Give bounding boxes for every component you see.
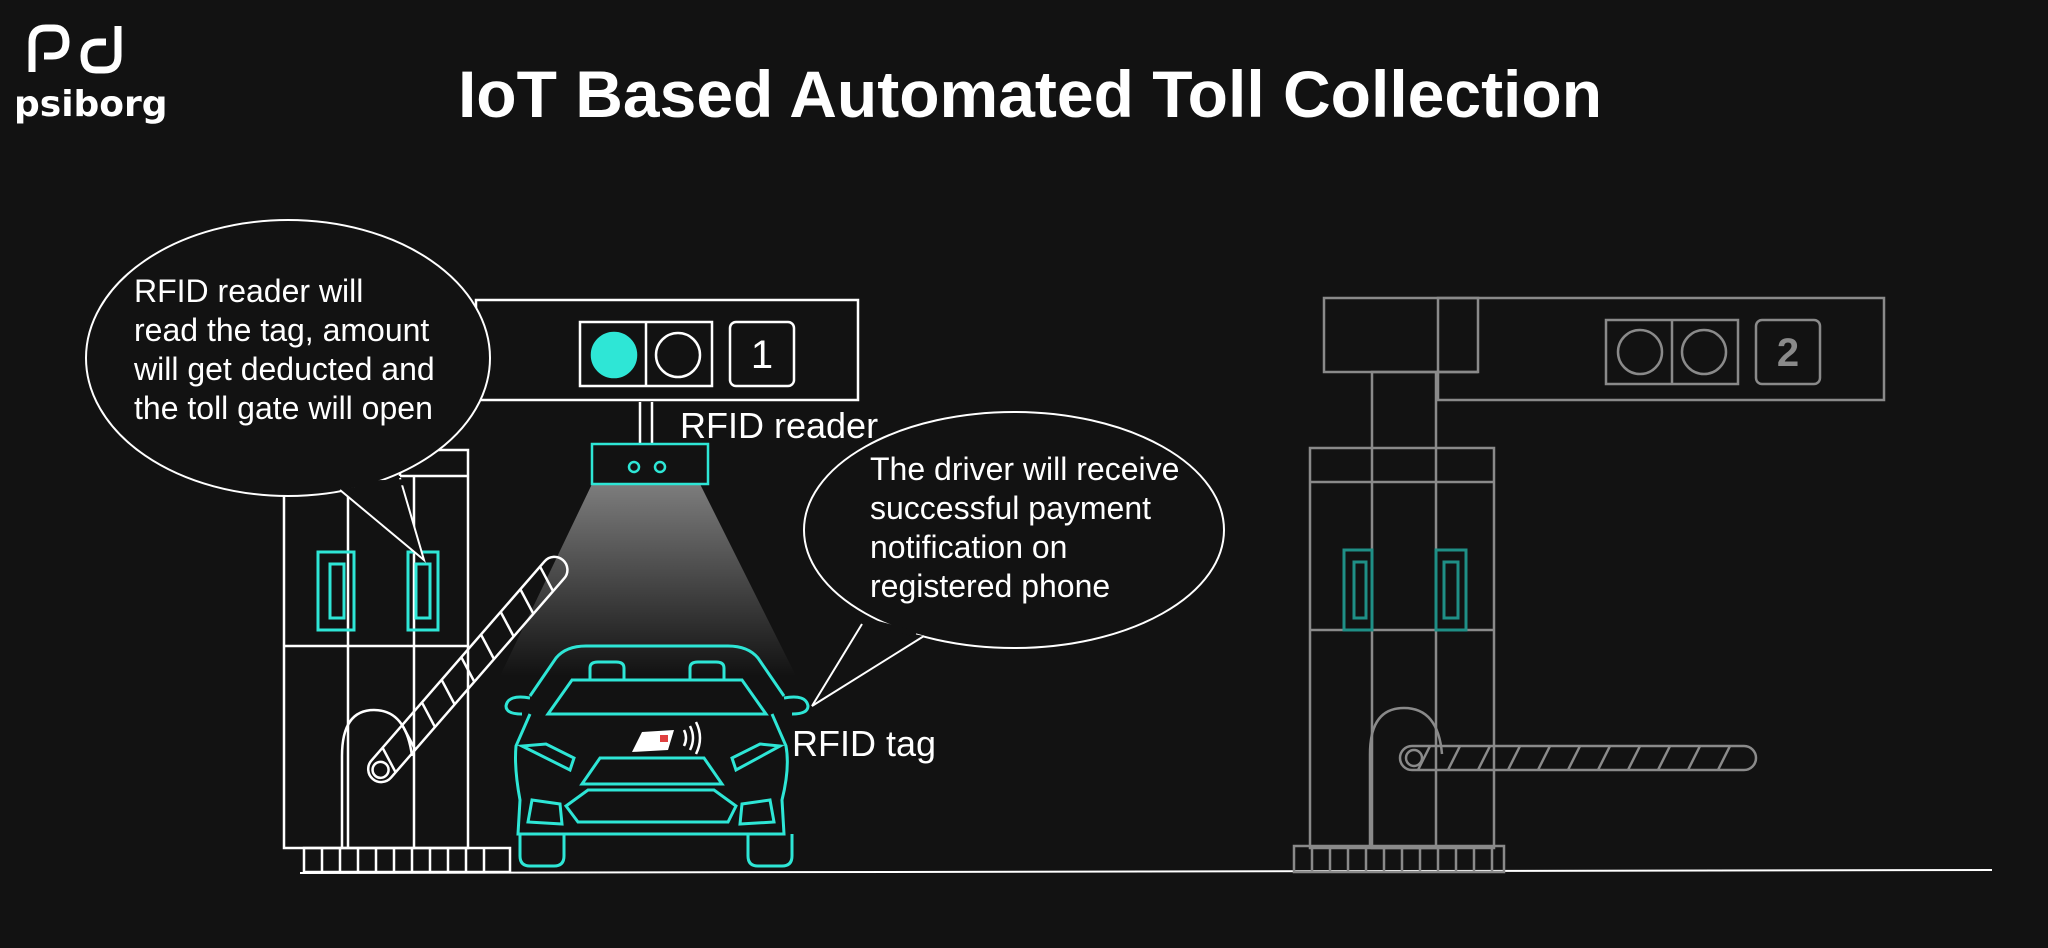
lane-number-2: 2 (1777, 331, 1799, 375)
logo-mark-icon (28, 24, 70, 72)
traffic-light-lane-1 (578, 320, 714, 388)
lane-number-box-2 (1754, 318, 1822, 386)
barrier-arm-lane-2 (1398, 744, 1758, 772)
booth-window-lane-1 (316, 550, 440, 632)
off-light-icon (654, 331, 702, 379)
barrier-hinge-lane-1 (340, 708, 414, 848)
reader-callout: RFID reader will read the tag, amount wi… (85, 219, 491, 563)
page-title: IoT Based Automated Toll Collection (458, 57, 1602, 131)
lane-number-1: 1 (751, 333, 773, 377)
booth-base-lane-1 (302, 846, 512, 874)
rfid-tag-icon (632, 721, 702, 755)
reader-led-icon (627, 460, 641, 474)
booth-pillar-lane-2 (1370, 370, 1438, 850)
gantry-sign-lane-2 (1436, 296, 1886, 402)
reader-callout-text: RFID reader will read the tag, amount wi… (133, 273, 444, 426)
rfid-reader-device (500, 402, 796, 676)
booth-window-lane-2 (1342, 548, 1468, 632)
traffic-light-lane-2 (1604, 318, 1740, 386)
green-light-icon (590, 331, 638, 379)
gantry-block-lane-2 (1322, 296, 1480, 374)
reader-beam (500, 484, 796, 676)
car-icon (504, 644, 810, 868)
logo-mark-icon-b (80, 26, 122, 74)
off-light-icon-2 (1680, 328, 1728, 376)
lane-number-box-1 (728, 320, 796, 388)
barrier-hinge-lane-2 (1368, 706, 1444, 846)
reader-led-icon-2 (653, 460, 667, 474)
signal-waves-icon (682, 721, 702, 755)
driver-callout: The driver will receive successful payme… (803, 411, 1225, 707)
toll-booth-lane-2 (1292, 296, 1886, 874)
road-line (299, 869, 1993, 874)
rfid-reader-label: RFID reader (680, 405, 878, 446)
rfid-tag-label: RFID tag (792, 723, 936, 764)
booth-base-lane-2 (1292, 844, 1506, 874)
brand-name: psiborg (14, 84, 168, 125)
booth-body-lane-2 (1308, 446, 1496, 850)
brand-logo: psiborg (14, 24, 168, 125)
off-light-icon-1 (1616, 328, 1664, 376)
driver-callout-text: The driver will receive successful payme… (870, 451, 1188, 604)
